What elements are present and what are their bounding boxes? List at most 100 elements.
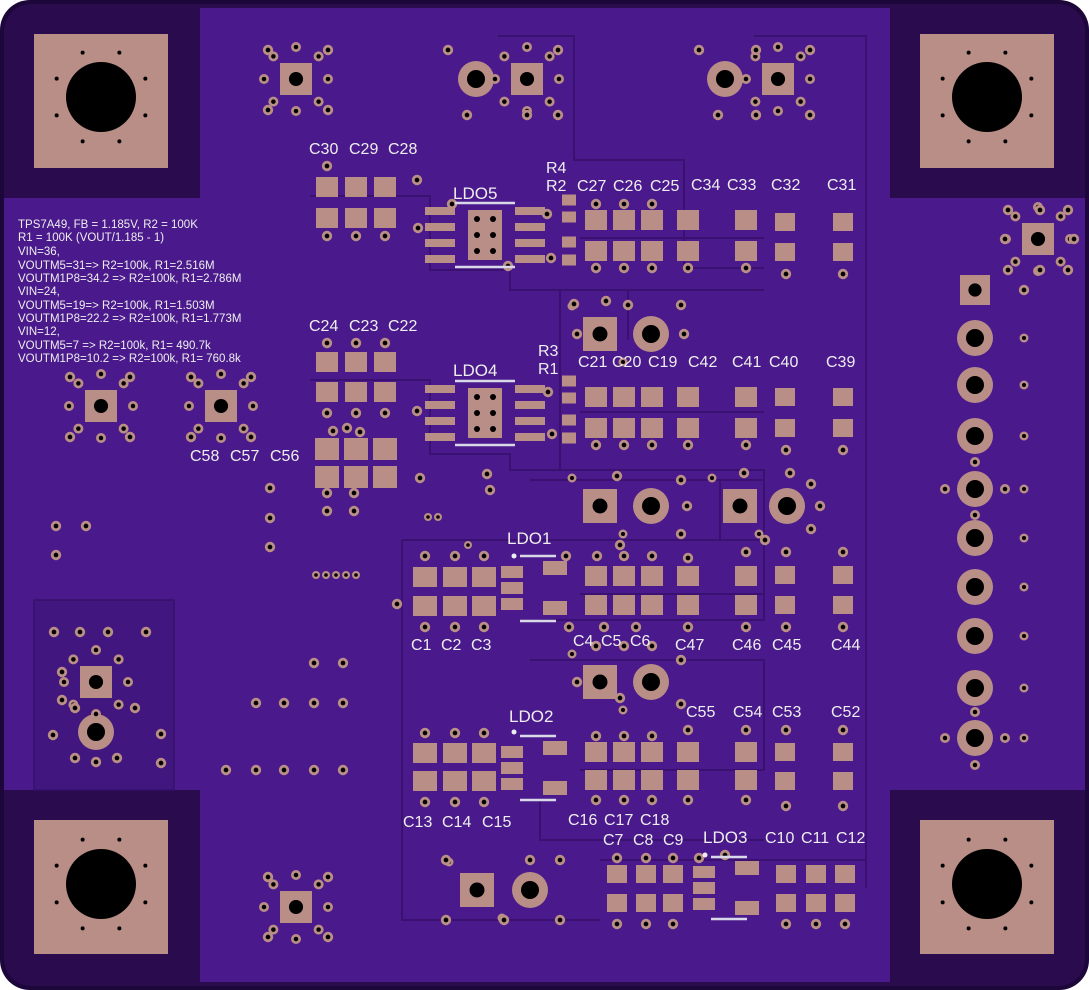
mount-dot (1003, 837, 1008, 842)
smd-pad (515, 417, 545, 425)
via-hole (1037, 207, 1043, 213)
via-hole (621, 797, 627, 803)
via-hole (353, 340, 359, 346)
via-hole (487, 487, 493, 493)
ref-label: C9 (663, 832, 684, 849)
thermal-via (474, 410, 480, 416)
smd-pad (613, 241, 635, 261)
via-hole (783, 624, 789, 630)
via-hole (1021, 633, 1027, 639)
via-hole (445, 47, 451, 53)
smd-pad (562, 392, 576, 404)
via-hole (426, 515, 430, 519)
smd-pad (472, 743, 496, 763)
smd-pad (374, 177, 396, 197)
mount-dot (940, 863, 945, 868)
mount-dot (1029, 76, 1034, 81)
pad-hole (732, 498, 748, 514)
via-hole (261, 904, 267, 910)
via-hole (1005, 207, 1011, 213)
via-hole (649, 643, 655, 649)
smd-pad (443, 771, 467, 791)
smd-pad (345, 177, 367, 197)
via-hole (71, 657, 76, 662)
smd-pad (641, 241, 663, 261)
via-hole (787, 470, 793, 476)
pad-hole (716, 70, 734, 88)
smd-pad (693, 882, 715, 894)
smd-pad (677, 418, 699, 438)
ref-label: C18 (640, 812, 669, 829)
via-hole (354, 573, 358, 577)
via-hole (783, 549, 789, 555)
ref-label: C47 (675, 637, 704, 654)
ref-label: R4 (546, 160, 567, 177)
ref-label: C25 (650, 178, 679, 195)
via-hole (452, 730, 458, 736)
smd-pad (641, 210, 663, 230)
via-hole (83, 523, 89, 529)
ref-label: C56 (270, 448, 299, 465)
via-hole (783, 271, 789, 277)
via-hole (593, 442, 599, 448)
via-hole (261, 76, 267, 82)
mount-dot (54, 900, 59, 905)
via-hole (324, 490, 330, 496)
via-hole (218, 435, 224, 441)
via-hole (620, 707, 626, 713)
component-pads (54, 50, 1054, 931)
via-hole (807, 112, 813, 118)
via-hole (248, 434, 254, 440)
smd-pad (585, 742, 607, 762)
note-line: VOUTM5=31=> R2=100k, R1=2.516M (18, 260, 215, 272)
via-hole (753, 54, 758, 59)
smd-pad (425, 207, 455, 215)
note-line: VIN=12, (18, 326, 60, 338)
mount-dot (80, 837, 85, 842)
via-hole (1037, 267, 1043, 273)
via-hole (840, 549, 846, 555)
smd-pad (613, 418, 635, 438)
via-hole (324, 508, 330, 514)
via-hole (753, 112, 759, 118)
smd-pad (806, 894, 826, 912)
pad-hole (88, 674, 104, 690)
smd-pad (775, 596, 795, 614)
smd-pad (315, 438, 339, 460)
via-hole (324, 573, 328, 577)
via-hole (743, 76, 749, 82)
via-hole (1002, 735, 1008, 741)
via-hole (241, 426, 246, 431)
via-hole (617, 542, 623, 548)
smd-pad (472, 567, 496, 587)
smd-pad (425, 401, 455, 409)
via-hole (1002, 236, 1008, 242)
via-hole (324, 340, 330, 346)
via-hole (502, 99, 507, 104)
ref-label: C29 (349, 141, 378, 158)
via-hole (218, 371, 224, 377)
via-hole (492, 76, 498, 82)
mount-dot (80, 139, 85, 144)
thermal-via (474, 232, 480, 238)
via-hole (1065, 207, 1071, 213)
via-hole (649, 733, 655, 739)
ref-label: C19 (648, 354, 677, 371)
via-hole (53, 523, 59, 529)
smd-pad (677, 595, 699, 615)
smd-pad (641, 387, 663, 407)
smd-pad (835, 865, 855, 883)
smd-pad (562, 254, 576, 266)
via-hole (76, 426, 81, 431)
via-hole (143, 629, 149, 635)
smd-pad (472, 596, 496, 616)
ref-label: C32 (771, 177, 800, 194)
via-hole (685, 727, 691, 733)
mount-dot (1003, 926, 1008, 931)
smd-pad (316, 208, 338, 228)
smd-pad (344, 438, 368, 460)
via-hole (484, 471, 490, 477)
smd-pad (613, 566, 635, 586)
mount-dot (117, 837, 122, 842)
